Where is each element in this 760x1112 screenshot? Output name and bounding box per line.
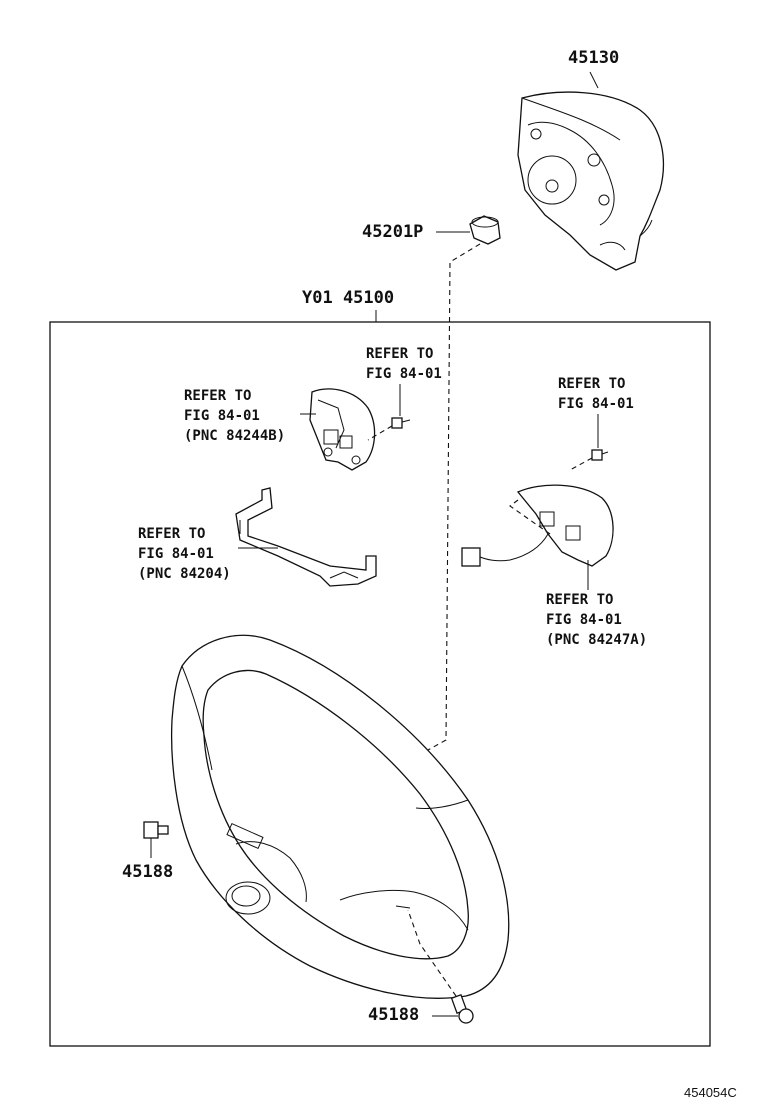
- part-number-nut[interactable]: 45201P: [362, 222, 424, 242]
- note-line: FIG 84-01: [184, 408, 260, 424]
- note-line: REFER TO: [558, 376, 626, 392]
- steering-wheel[interactable]: [171, 634, 510, 999]
- airbag-pad[interactable]: [517, 91, 665, 271]
- screw-right[interactable]: [591, 449, 609, 461]
- assembly-frame: [49, 321, 711, 1047]
- note-line: (PNC 84204): [138, 566, 231, 582]
- screw-bottom[interactable]: [450, 993, 474, 1024]
- note-line: REFER TO: [138, 526, 206, 542]
- screw-left[interactable]: [143, 821, 169, 839]
- note-line: REFER TO: [546, 592, 614, 608]
- screw-bottom-dash: [407, 909, 457, 997]
- part-number-screw-left[interactable]: 45188: [122, 862, 174, 882]
- note-line: FIG 84-01: [138, 546, 214, 562]
- note-line: REFER TO: [366, 346, 434, 362]
- screw-top[interactable]: [391, 417, 411, 429]
- note-line: (PNC 84247A): [546, 632, 648, 648]
- screw-right-dash: [569, 457, 593, 471]
- centerline: [329, 243, 481, 813]
- note-line: FIG 84-01: [366, 366, 442, 382]
- part-number-screw-bottom[interactable]: 45188: [368, 1005, 420, 1025]
- part-number-airbag-pad[interactable]: 45130: [568, 48, 620, 68]
- note-spoke-cover[interactable]: REFER TO FIG 84-01 (PNC 84204): [138, 524, 231, 584]
- note-line: (PNC 84244B): [184, 428, 286, 444]
- note-line: FIG 84-01: [546, 612, 622, 628]
- left-switch[interactable]: [309, 388, 376, 471]
- figure-id: 454054C: [684, 1085, 737, 1100]
- note-line: REFER TO: [184, 388, 252, 404]
- part-number-steering-wheel[interactable]: Y01 45100: [302, 288, 395, 308]
- note-line: FIG 84-01: [558, 396, 634, 412]
- note-right-switch[interactable]: REFER TO FIG 84-01 (PNC 84247A): [546, 590, 647, 650]
- note-top-center[interactable]: REFER TO FIG 84-01: [366, 344, 442, 384]
- nut[interactable]: [469, 215, 501, 245]
- right-switch[interactable]: [461, 484, 614, 567]
- spoke-cover[interactable]: [235, 487, 377, 587]
- note-left-switch[interactable]: REFER TO FIG 84-01 (PNC 84244B): [184, 386, 285, 446]
- screw-top-dash: [367, 425, 393, 441]
- note-right-top[interactable]: REFER TO FIG 84-01: [558, 374, 634, 414]
- leader-airbag-pad: [589, 71, 599, 89]
